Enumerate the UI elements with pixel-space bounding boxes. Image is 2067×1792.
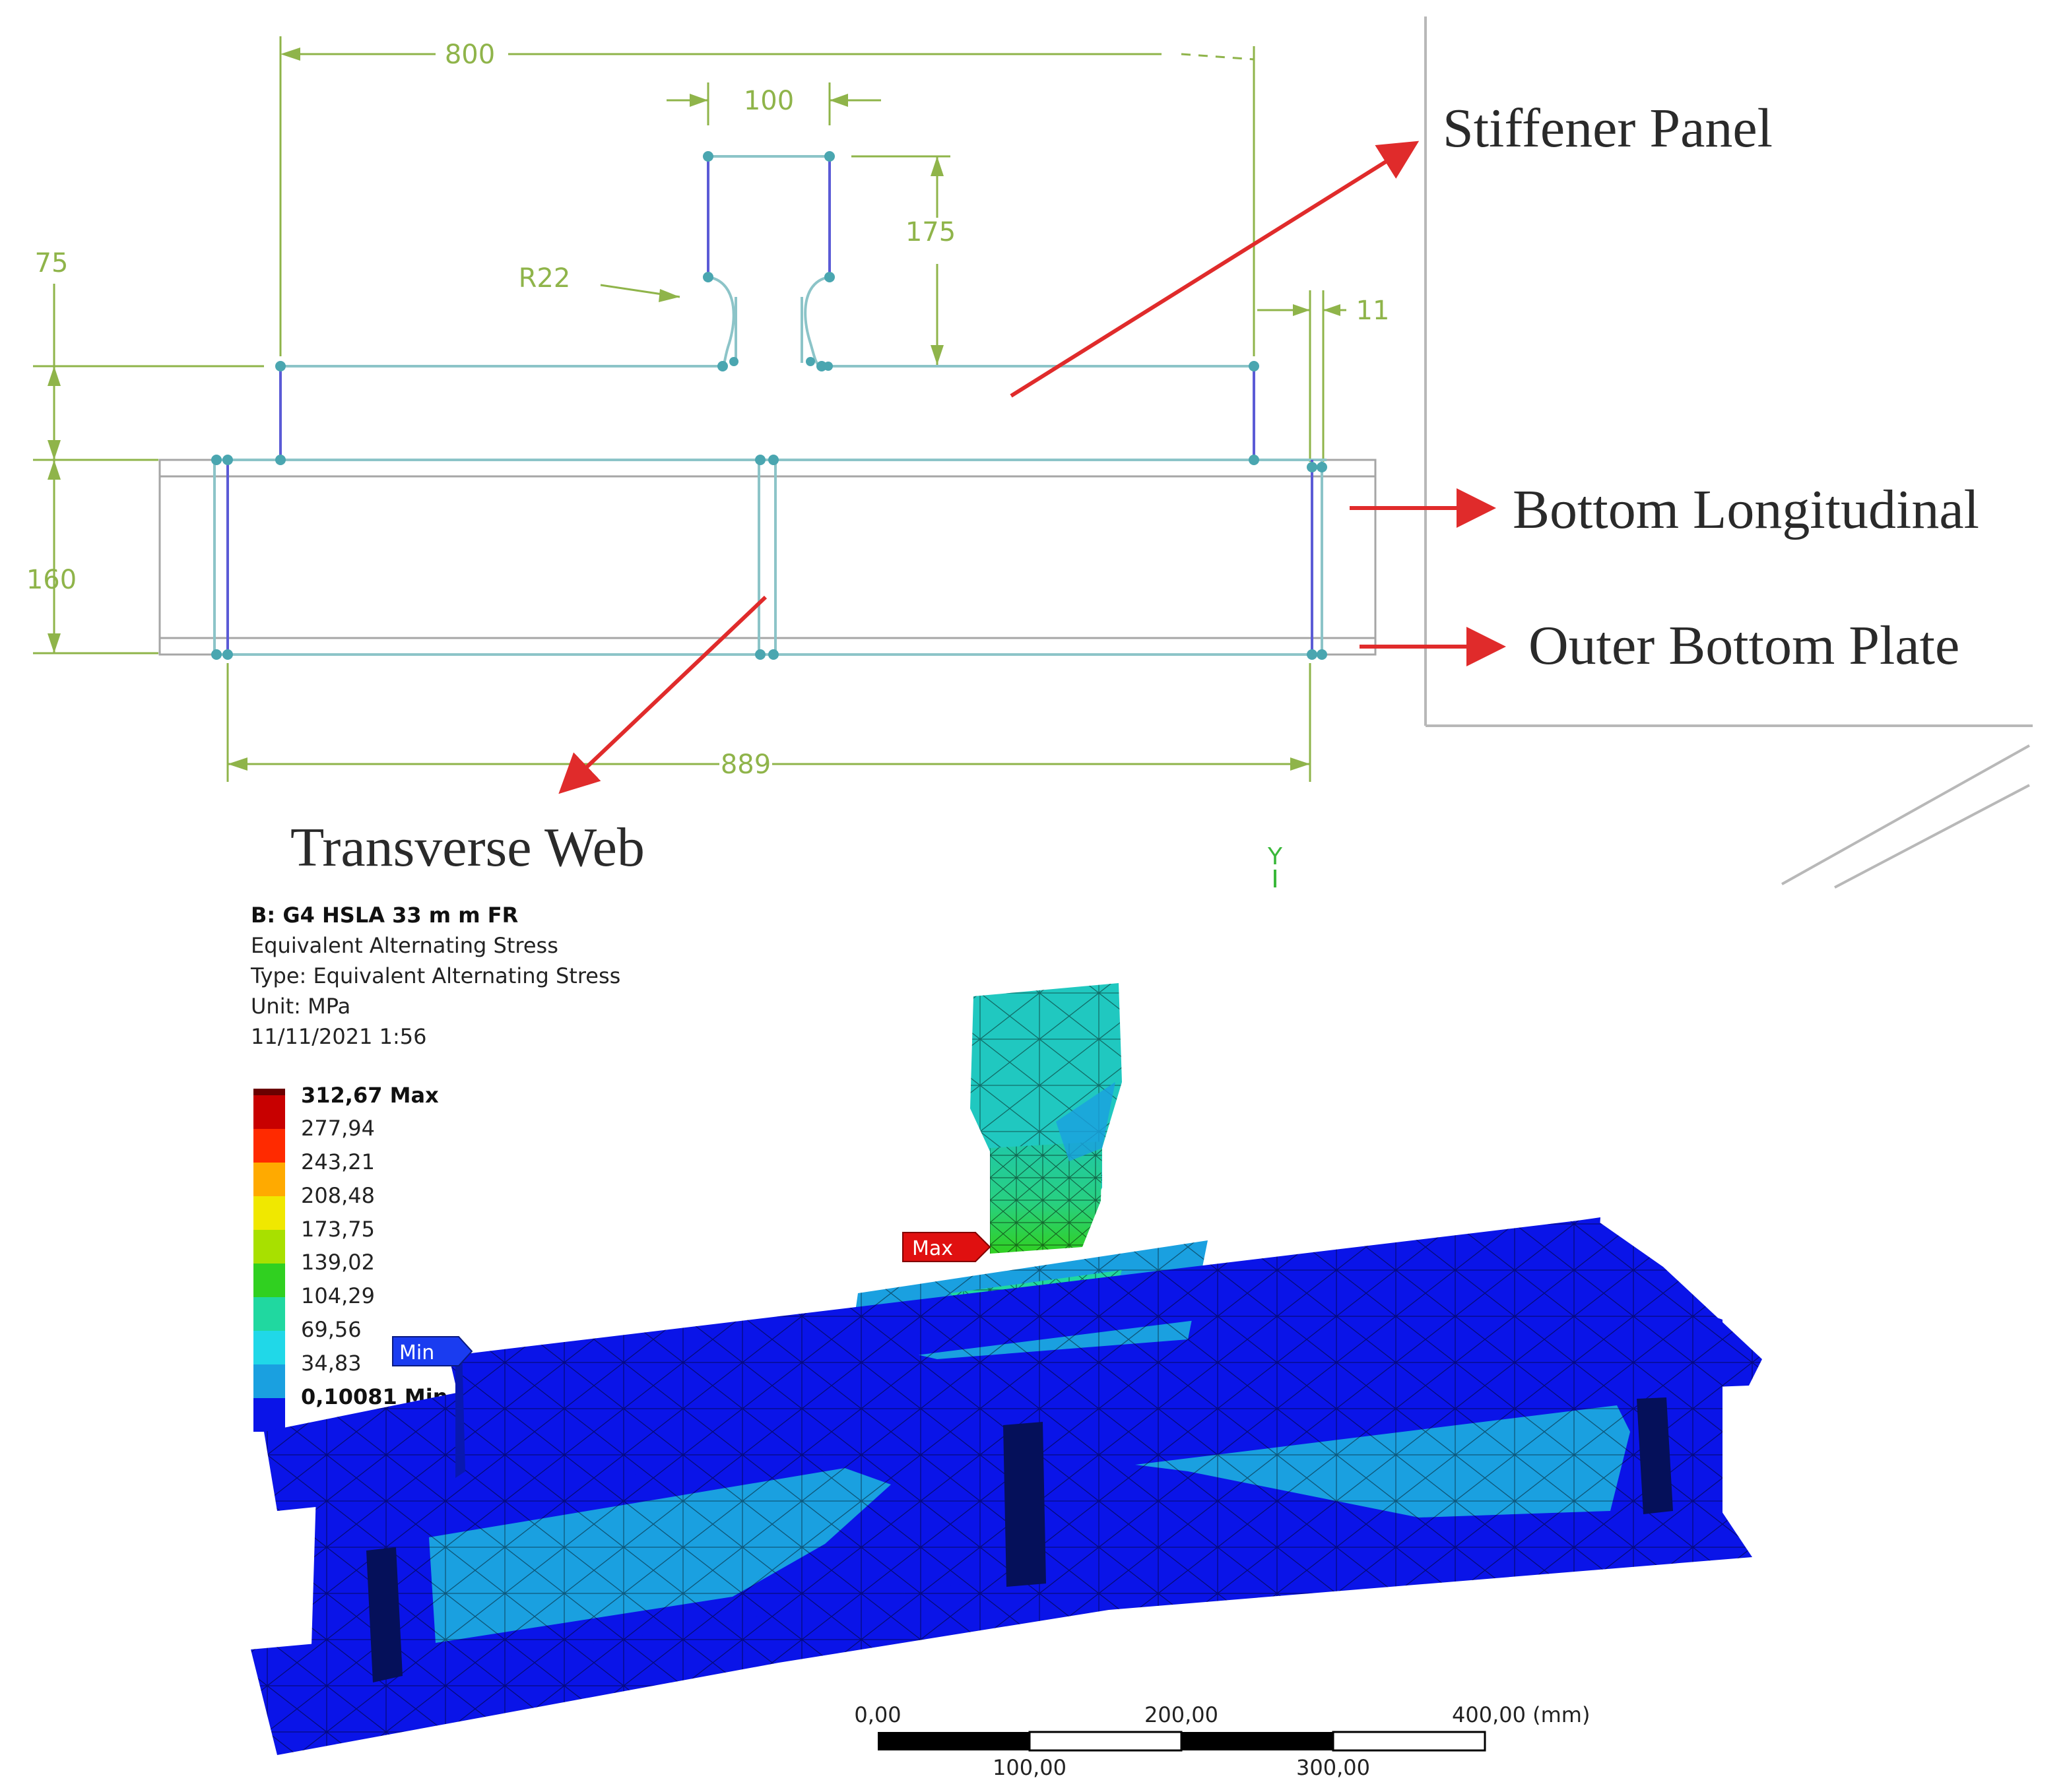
drawing-frame xyxy=(1424,16,2033,889)
min-probe: Min xyxy=(392,1336,473,1366)
legend-swatch xyxy=(253,1196,285,1230)
legend-swatch xyxy=(253,1129,285,1163)
dim-11-label: 11 xyxy=(1356,296,1390,326)
scale-label-top: 400,00 (mm) xyxy=(1452,1702,1590,1727)
dim-100-label: 100 xyxy=(744,86,794,116)
callout-transverse-web: Transverse Web xyxy=(290,817,645,878)
beam-model xyxy=(251,983,1762,1755)
cad-drawing: 800 100 175 R22 75 11 160 889 xyxy=(26,16,2033,889)
callout-stiffener-panel: Stiffener Panel xyxy=(1443,98,1773,159)
legend-value: 69,56 xyxy=(301,1317,362,1342)
nodes xyxy=(211,151,1327,660)
callout-outer-bottom-plate: Outer Bottom Plate xyxy=(1528,615,1959,676)
result-type: Type: Equivalent Alternating Stress xyxy=(250,963,620,988)
dimension-lines xyxy=(33,36,1346,782)
legend-swatch xyxy=(253,1364,285,1398)
dimension-labels: 800 100 175 R22 75 11 160 889 xyxy=(26,40,1390,780)
legend-value: 34,83 xyxy=(301,1351,362,1376)
legend-value: 173,75 xyxy=(301,1217,375,1242)
min-probe-label: Min xyxy=(399,1341,434,1364)
legend-max-label: 312,67 Max xyxy=(301,1083,439,1108)
dim-160-label: 160 xyxy=(26,565,77,595)
legend-swatches xyxy=(253,1089,285,1432)
max-probe-label: Max xyxy=(912,1237,953,1260)
dim-175-label: 175 xyxy=(905,217,956,247)
max-probe: Max xyxy=(902,1232,991,1262)
fea-result: B: G4 HSLA 33 m m FR Equivalent Alternat… xyxy=(250,903,1762,1780)
callout-arrows xyxy=(558,141,1506,794)
legend-value: 208,48 xyxy=(301,1183,375,1208)
dim-r22-label: R22 xyxy=(519,263,571,294)
legend-swatch-cap xyxy=(253,1089,285,1095)
legend-swatch xyxy=(253,1297,285,1331)
scale-bar: 0,00 200,00 400,00 (mm) 100,00 300,00 xyxy=(854,1702,1590,1780)
legend-swatch xyxy=(253,1163,285,1196)
callout-bottom-longitudinal: Bottom Longitudinal xyxy=(1513,479,1979,540)
stiffener-panel-outline xyxy=(213,155,1327,656)
axis-triad: Y xyxy=(1267,843,1283,887)
bottom-longitudinal-outline xyxy=(158,459,1377,656)
scale-label-top: 200,00 xyxy=(1144,1702,1218,1727)
scale-label-bottom: 100,00 xyxy=(993,1755,1066,1780)
legend-value: 243,21 xyxy=(301,1149,375,1174)
legend-value: 139,02 xyxy=(301,1250,375,1275)
scale-label-bottom: 300,00 xyxy=(1296,1755,1370,1780)
axis-y-label: Y xyxy=(1267,843,1283,870)
legend-swatch xyxy=(253,1331,285,1364)
result-title: B: G4 HSLA 33 m m FR xyxy=(251,903,518,928)
legend-value: 277,94 xyxy=(301,1116,375,1141)
dim-75-label: 75 xyxy=(35,248,69,278)
result-unit: Unit: MPa xyxy=(251,994,350,1019)
legend-value: 104,29 xyxy=(301,1283,375,1308)
scale-label-top: 0,00 xyxy=(854,1702,901,1727)
result-timestamp: 11/11/2021 1:56 xyxy=(251,1024,426,1049)
legend-swatch xyxy=(253,1398,285,1432)
result-name: Equivalent Alternating Stress xyxy=(251,933,558,958)
legend-swatch xyxy=(253,1230,285,1264)
legend-swatch xyxy=(253,1264,285,1297)
vertical-members xyxy=(226,156,1313,655)
stress-legend: 312,67 Max 277,94 243,21 208,48 173,75 1… xyxy=(253,1083,447,1432)
result-header: B: G4 HSLA 33 m m FR Equivalent Alternat… xyxy=(250,903,620,1049)
legend-swatch xyxy=(253,1095,285,1129)
dim-800-label: 800 xyxy=(445,40,495,70)
dim-889-label: 889 xyxy=(721,750,771,780)
